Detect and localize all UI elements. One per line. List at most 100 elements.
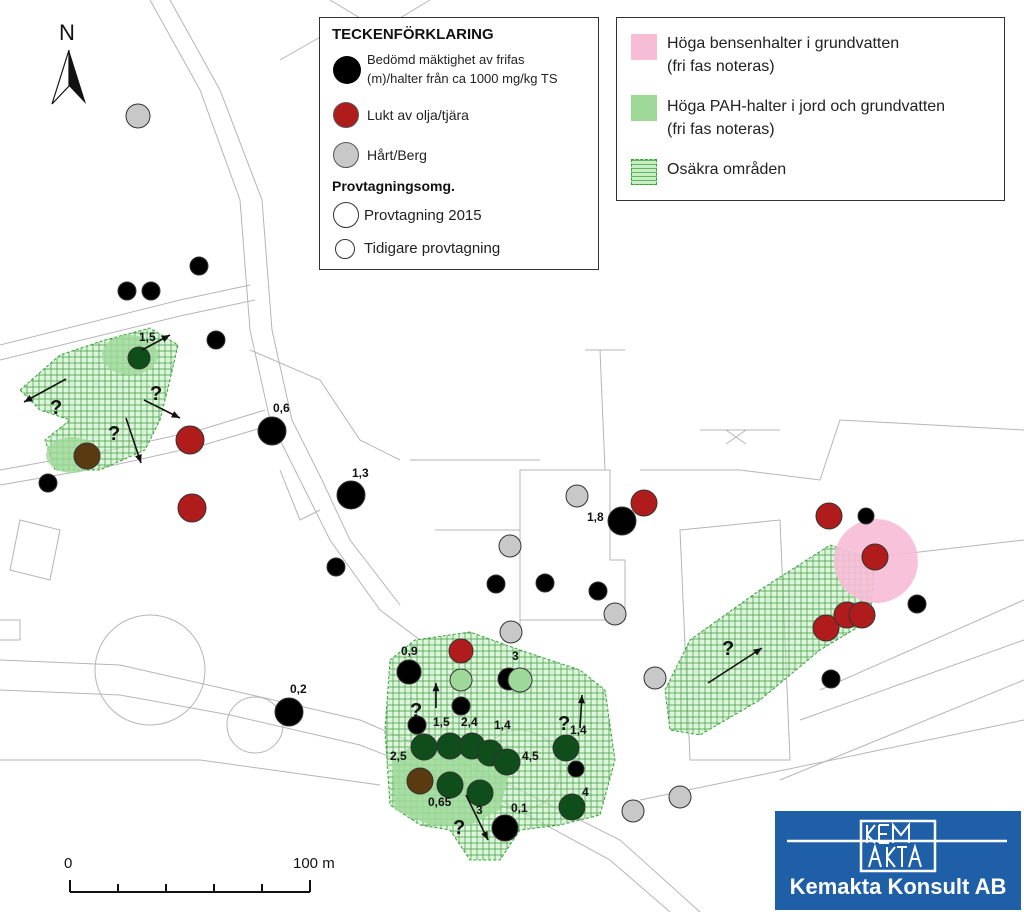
sample-point-0 <box>125 103 151 129</box>
legend-gray-symbol <box>333 142 359 168</box>
measurement-label-2: 1,8 <box>587 510 604 524</box>
measurement-label-12: 0,65 <box>428 795 452 809</box>
sample-point-38 <box>507 667 533 693</box>
sample-point-51 <box>558 793 586 821</box>
measurement-label-11: 1,4 <box>570 723 587 737</box>
sample-point-12 <box>326 557 346 577</box>
measurement-label-15: 4 <box>582 785 589 799</box>
sample-point-9 <box>38 473 58 493</box>
sample-point-49 <box>466 779 494 807</box>
sample-point-47 <box>406 767 434 795</box>
sample-point-6 <box>175 425 205 455</box>
sample-point-40 <box>410 733 438 761</box>
legend-title: TECKENFÖRKLARING <box>332 26 494 43</box>
scale-bar <box>69 880 311 893</box>
flow-arrows <box>23 334 763 841</box>
question-mark-2: ? <box>150 383 162 405</box>
sample-point-33 <box>821 669 841 689</box>
legend-black-label-1: Bedömd mäktighet av frifas <box>367 52 525 67</box>
legend-benzene-label-2: (fri fas noteras) <box>667 58 775 75</box>
sample-point-20 <box>499 620 523 644</box>
measurement-label-7: 2,4 <box>461 715 478 729</box>
flow-arrow-1 <box>143 399 181 419</box>
measurement-label-1: 1,3 <box>352 466 369 480</box>
legend-uncertain-label: Osäkra områden <box>667 161 787 178</box>
sample-point-24 <box>621 799 645 823</box>
flow-arrow-6 <box>707 647 763 684</box>
scale-start-label: 0 <box>64 855 73 872</box>
sample-point-45 <box>552 734 580 762</box>
sample-point-25 <box>668 785 692 809</box>
sample-point-8 <box>73 442 101 470</box>
company-logo: Kemakta Konsult AB <box>775 811 1021 910</box>
legend-benzene-label-1: Höga bensenhalter i grundvatten <box>667 35 900 52</box>
flow-arrow-5 <box>465 794 489 841</box>
sample-point-22 <box>630 489 658 517</box>
sample-point-7 <box>177 493 207 523</box>
measurement-label-8: 1,4 <box>494 718 511 732</box>
measurement-label-3: 0,2 <box>290 682 307 696</box>
sample-point-21 <box>607 506 637 536</box>
sample-point-14 <box>565 484 589 508</box>
scale-end-label: 100 m <box>293 855 335 872</box>
legend-areas: Höga bensenhalter i grundvatten (fri fas… <box>616 17 1005 201</box>
measurement-label-9: 2,5 <box>390 749 407 763</box>
legend-round-earlier-label: Tidigare provtagning <box>364 240 501 257</box>
kemakta-logo-mark <box>787 819 1007 873</box>
legend-black-label-2: (m)/halter från ca 1000 mg/kg TS <box>367 71 558 86</box>
sample-point-52 <box>451 696 471 716</box>
question-mark-5: ? <box>453 817 465 839</box>
legend-round-2015-label: Provtagning 2015 <box>364 207 482 224</box>
sample-point-13 <box>274 697 304 727</box>
sample-point-44 <box>493 748 521 776</box>
legend-round-2015-symbol <box>333 202 359 228</box>
sample-point-2 <box>117 281 137 301</box>
north-label: N <box>59 20 75 45</box>
measurement-label-0: 0,6 <box>273 401 290 415</box>
sample-point-48 <box>436 771 464 799</box>
north-arrow-icon <box>51 49 86 105</box>
sample-point-26 <box>815 502 843 530</box>
sample-point-35 <box>448 638 474 664</box>
sample-point-10 <box>257 416 287 446</box>
legend-subtitle: Provtagningsomg. <box>332 178 455 194</box>
sample-point-34 <box>396 659 422 685</box>
question-mark-0: ? <box>50 397 62 419</box>
measurement-label-5: 3 <box>512 649 519 663</box>
sample-point-50 <box>491 814 519 842</box>
sample-point-27 <box>857 507 875 525</box>
legend-black-symbol <box>333 56 361 84</box>
question-mark-1: ? <box>108 423 120 445</box>
legend-red-symbol <box>333 102 359 128</box>
sample-point-15 <box>498 534 522 558</box>
measurement-label-14: 0,1 <box>511 801 528 815</box>
legend-red-label: Lukt av olja/tjära <box>367 107 469 123</box>
sample-point-23 <box>643 666 667 690</box>
measurement-label-13: 3 <box>476 803 483 817</box>
sample-point-28 <box>861 543 889 571</box>
sample-point-18 <box>588 581 608 601</box>
legend-pah-label-1: Höga PAH-halter i jord och grundvatten <box>667 98 946 115</box>
question-mark-6: ? <box>722 638 734 660</box>
flow-arrow-2 <box>125 417 142 464</box>
question-marks: ??????? <box>50 383 734 839</box>
sample-point-5 <box>127 346 151 370</box>
sample-point-32 <box>848 601 876 629</box>
sample-point-1 <box>189 256 209 276</box>
sample-point-11 <box>336 480 366 510</box>
sample-point-46 <box>567 760 585 778</box>
legend-symbols: TECKENFÖRKLARING Bedömd mäktighet av fri… <box>319 17 599 270</box>
measurement-label-6: 1,5 <box>433 715 450 729</box>
sample-points <box>38 103 927 842</box>
question-mark-3: ? <box>410 700 422 722</box>
legend-benzene-swatch <box>631 34 657 60</box>
flow-arrow-7 <box>141 334 171 351</box>
sample-point-29 <box>907 594 927 614</box>
sample-point-36 <box>449 668 473 692</box>
legend-pah-swatch <box>631 95 657 121</box>
logo-text: Kemakta Konsult AB <box>789 874 1007 899</box>
sample-point-39 <box>407 715 427 735</box>
sample-point-17 <box>535 573 555 593</box>
